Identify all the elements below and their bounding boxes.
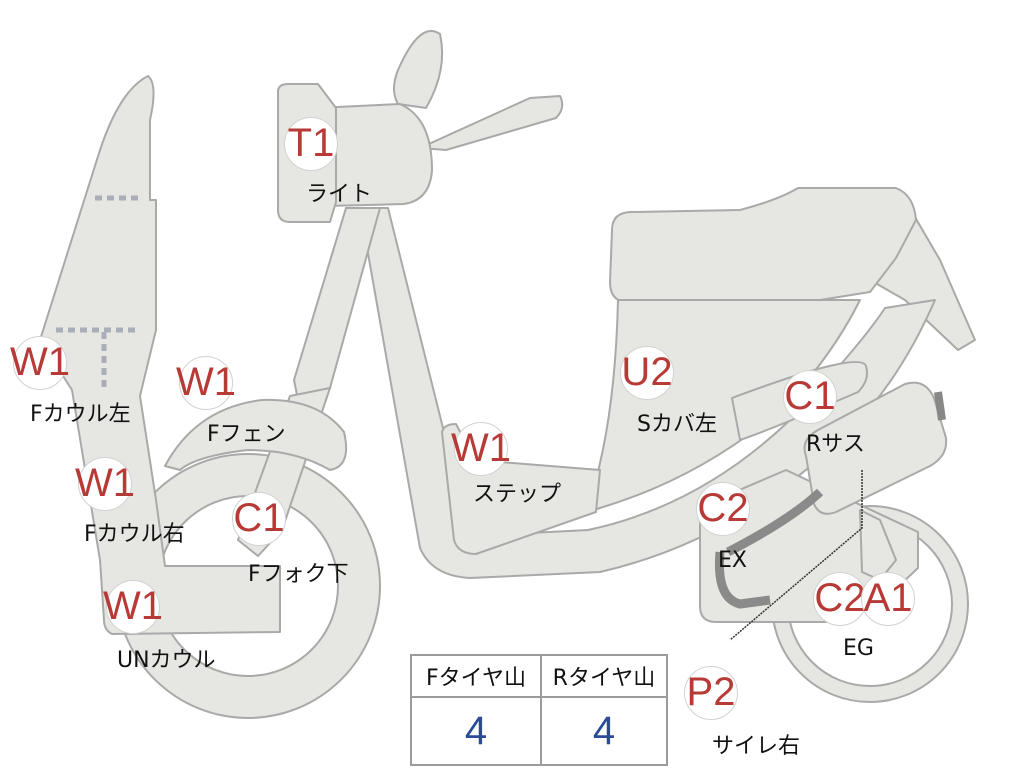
label-light: ライト — [306, 182, 373, 207]
marker-code: W1 — [451, 426, 511, 471]
marker-engine-a[interactable]: A1 — [861, 572, 915, 626]
label-step: ステップ — [473, 482, 562, 507]
shock-rod — [934, 391, 946, 421]
marker-under-cowl[interactable]: W1 — [103, 580, 163, 634]
mirror — [393, 29, 444, 109]
table-divider — [540, 656, 542, 764]
marker-code: C2 — [697, 486, 749, 531]
marker-code: W1 — [75, 461, 135, 506]
seat — [609, 187, 917, 303]
label-under-cowl: UNカウル — [117, 648, 216, 673]
marker-r-suspension[interactable]: C1 — [783, 370, 837, 424]
value-front-tread: 4 — [464, 708, 488, 753]
marker-code: W1 — [10, 340, 70, 385]
label-f-fork-lower: Fフォク下 — [248, 562, 349, 587]
marker-code: C2 — [814, 576, 866, 621]
rear-shock — [803, 381, 948, 515]
handlebar — [419, 95, 564, 151]
label-s-cover-left: Sカバ左 — [637, 412, 717, 437]
exhaust-pipe — [714, 488, 824, 609]
marker-step[interactable]: W1 — [451, 422, 511, 476]
marker-f-fender[interactable]: W1 — [176, 356, 236, 410]
marker-light[interactable]: T1 — [284, 117, 338, 171]
header-front-tread: Fタイヤ山 — [412, 656, 540, 698]
label-engine: EG — [843, 636, 874, 661]
label-f-cowl-right: Fカウル右 — [84, 522, 185, 547]
marker-f-cowl-left[interactable]: W1 — [10, 336, 70, 390]
marker-code: A1 — [863, 576, 913, 621]
label-muffler-right: サイレ右 — [712, 734, 801, 759]
marker-code: W1 — [103, 584, 163, 629]
marker-code: C1 — [233, 496, 285, 541]
marker-code: P2 — [686, 670, 736, 715]
value-rear-tread: 4 — [592, 708, 616, 753]
front-fork — [293, 207, 381, 411]
marker-engine-c[interactable]: C2 — [813, 572, 867, 626]
label-f-cowl-left: Fカウル左 — [30, 402, 131, 427]
label-r-suspension: Rサス — [806, 432, 865, 457]
shock-spring — [859, 509, 897, 581]
floor-step — [441, 423, 601, 555]
marker-code: C1 — [784, 374, 836, 419]
header-rear-tread: Rタイヤ山 — [542, 656, 666, 698]
marker-code: W1 — [176, 360, 236, 405]
front-fender — [164, 398, 348, 471]
marker-code: T1 — [287, 121, 335, 166]
tire-tread-table: Fタイヤ山 Rタイヤ山 4 4 — [410, 654, 668, 766]
marker-muffler-right[interactable]: P2 — [684, 666, 738, 720]
label-exhaust: EX — [718, 548, 747, 573]
leader-line — [729, 470, 863, 641]
marker-code: U2 — [621, 350, 673, 395]
marker-exhaust[interactable]: C2 — [696, 482, 750, 536]
handle-cover — [315, 103, 433, 207]
marker-f-fork-lower[interactable]: C1 — [232, 492, 286, 546]
marker-f-cowl-right[interactable]: W1 — [75, 457, 135, 511]
marker-s-cover-left[interactable]: U2 — [620, 346, 674, 400]
label-f-fender: Fフェン — [207, 422, 286, 447]
